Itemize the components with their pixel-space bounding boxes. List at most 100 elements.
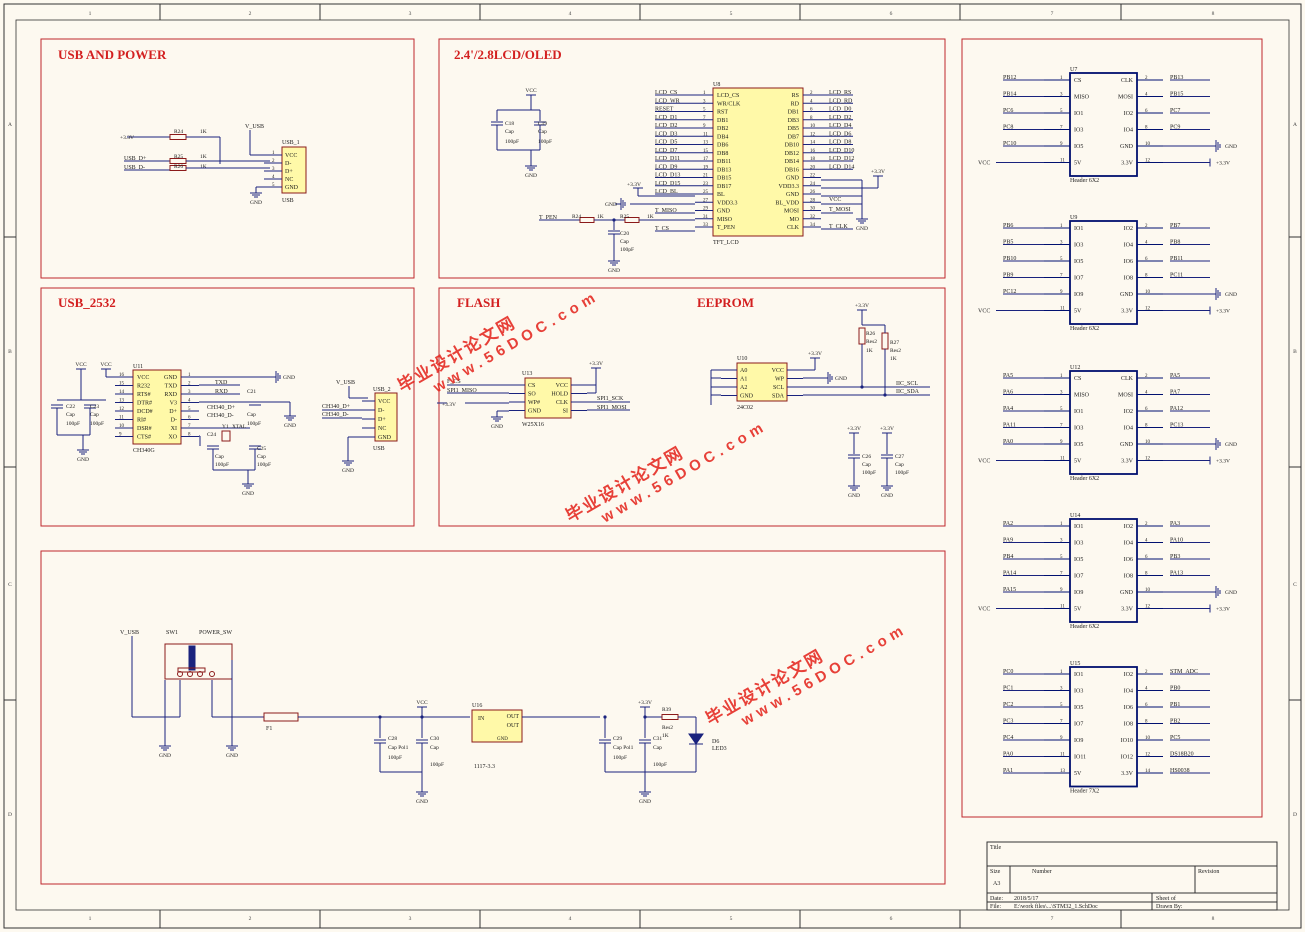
pin-name: IO8 xyxy=(1124,574,1133,580)
pin-name: DB6 xyxy=(717,143,728,149)
pin-name: GND xyxy=(528,409,542,415)
column-marker: 8 xyxy=(1212,916,1215,922)
power-label: +3.3V xyxy=(1216,309,1230,315)
pin-number: 15 xyxy=(703,149,709,154)
net-label: PB12 xyxy=(1003,75,1016,81)
power-label: +3.3V xyxy=(1216,161,1230,167)
net-label: USB_D- xyxy=(124,165,145,171)
net-label: PB8 xyxy=(1170,240,1180,246)
pin-name: DB3 xyxy=(788,118,799,124)
pin-number: 12 xyxy=(1145,605,1151,610)
pin-name: MISO xyxy=(1074,95,1090,101)
pin-name: DB1 xyxy=(717,118,728,124)
pin-number: 3 xyxy=(1060,93,1063,98)
net-label: PA15 xyxy=(1003,587,1016,593)
value-label: Res2 xyxy=(662,725,673,731)
pin-name: 3.3V xyxy=(1121,459,1134,465)
pin-number: 19 xyxy=(703,165,709,170)
pin-name: SDA xyxy=(772,394,785,400)
pin-number: 5 xyxy=(1060,257,1063,262)
r24-resistor xyxy=(169,134,187,140)
pin-name: GND xyxy=(1120,590,1134,596)
pin-number: 32 xyxy=(810,215,816,220)
column-marker: 3 xyxy=(409,916,412,922)
pin-name: IO5 xyxy=(1074,144,1083,150)
row-marker: A xyxy=(1293,122,1297,128)
value-label: Cap xyxy=(90,412,99,418)
net-label: F_CS xyxy=(447,379,461,385)
value-label: 1K xyxy=(200,129,207,135)
pin-number: 1 xyxy=(188,373,191,378)
pin-name: OUT xyxy=(507,714,520,720)
value-label: 100pF xyxy=(257,462,271,468)
pin-name: NC xyxy=(285,177,293,183)
ref-label: C29 xyxy=(613,736,622,742)
pin-name: CLK xyxy=(556,400,569,406)
pin-name: IO5 xyxy=(1074,557,1083,563)
pin-name: A1 xyxy=(740,377,747,383)
pin-name: 5V xyxy=(1074,459,1082,465)
net-label: CH340_D- xyxy=(207,413,234,419)
header-name: Header 6X2 xyxy=(1070,178,1099,184)
row-marker: B xyxy=(8,349,12,355)
column-marker: 5 xyxy=(730,916,733,922)
net-label: PC5 xyxy=(1170,735,1180,741)
row-marker: B xyxy=(1293,349,1297,355)
24c02-chip xyxy=(736,362,788,402)
column-marker: 6 xyxy=(890,11,893,17)
pin-number: 9 xyxy=(1060,440,1063,445)
pin-name: D+ xyxy=(169,409,177,415)
net-label: LCD_D6 xyxy=(829,131,851,137)
junction-dot xyxy=(860,385,864,389)
pin-number: 12 xyxy=(810,132,816,137)
pin-number: 6 xyxy=(1145,555,1148,560)
tb-date-val: 2018/5/17 xyxy=(1014,896,1038,902)
pin-name: RST xyxy=(717,110,728,116)
pin-number: 12 xyxy=(1145,457,1151,462)
pin-number: 2 xyxy=(1145,374,1148,379)
pin-number: 9 xyxy=(1060,736,1063,741)
net-label: PA3 xyxy=(1170,521,1180,527)
pin-name: DB12 xyxy=(785,151,799,157)
pin-number: 10 xyxy=(1145,290,1151,295)
net-label: LCD_D0 xyxy=(829,107,851,113)
pin-name: DB2 xyxy=(717,126,728,132)
pin-number: 9 xyxy=(1060,142,1063,147)
column-marker: 5 xyxy=(730,11,733,17)
net-label: LCD_D1 xyxy=(655,115,677,121)
part-name: TFT_LCD xyxy=(713,240,739,246)
gnd-label: GND xyxy=(856,226,868,232)
net-label: PA11 xyxy=(1003,423,1016,429)
r26-resistor xyxy=(858,327,866,345)
pin-number: 12 xyxy=(1145,159,1151,164)
pin-number: 11 xyxy=(1060,605,1065,610)
net-label: PA10 xyxy=(1170,538,1183,544)
pin-number: 1 xyxy=(1060,522,1063,527)
pin-name: RTS# xyxy=(137,392,151,398)
net-label: PB11 xyxy=(1170,256,1183,262)
pin-number: 7 xyxy=(1060,126,1063,131)
pin-name: T_PEN xyxy=(717,225,736,231)
w25x16-chip xyxy=(524,377,572,419)
pin-name: IO9 xyxy=(1074,590,1083,596)
gnd-label: GND xyxy=(608,268,620,274)
pin-number: 12 xyxy=(1145,753,1151,758)
net-label: LCD_D9 xyxy=(655,164,677,170)
pin-name: CTS# xyxy=(137,435,151,441)
junction-dot xyxy=(378,715,382,719)
pin-number: 2 xyxy=(1145,224,1148,229)
part-name: W25X16 xyxy=(522,422,544,428)
pin-number: 11 xyxy=(1060,753,1065,758)
pin-name: A2 xyxy=(740,385,747,391)
gnd-label: GND xyxy=(1225,590,1237,596)
net-label: PB4 xyxy=(1003,554,1013,560)
section-title-eeprom: EEPROM xyxy=(697,295,754,310)
pin-name: 5V xyxy=(1074,161,1082,167)
tb-drawn: Drawn By: xyxy=(1156,904,1183,910)
pin-name: DB17 xyxy=(717,184,731,190)
pin-name: IO1 xyxy=(1074,111,1083,117)
header-ref: U7 xyxy=(1070,67,1077,73)
net-label: PC4 xyxy=(1003,735,1013,741)
pin-number: 3 xyxy=(703,99,706,104)
r24-resistor xyxy=(579,217,595,223)
